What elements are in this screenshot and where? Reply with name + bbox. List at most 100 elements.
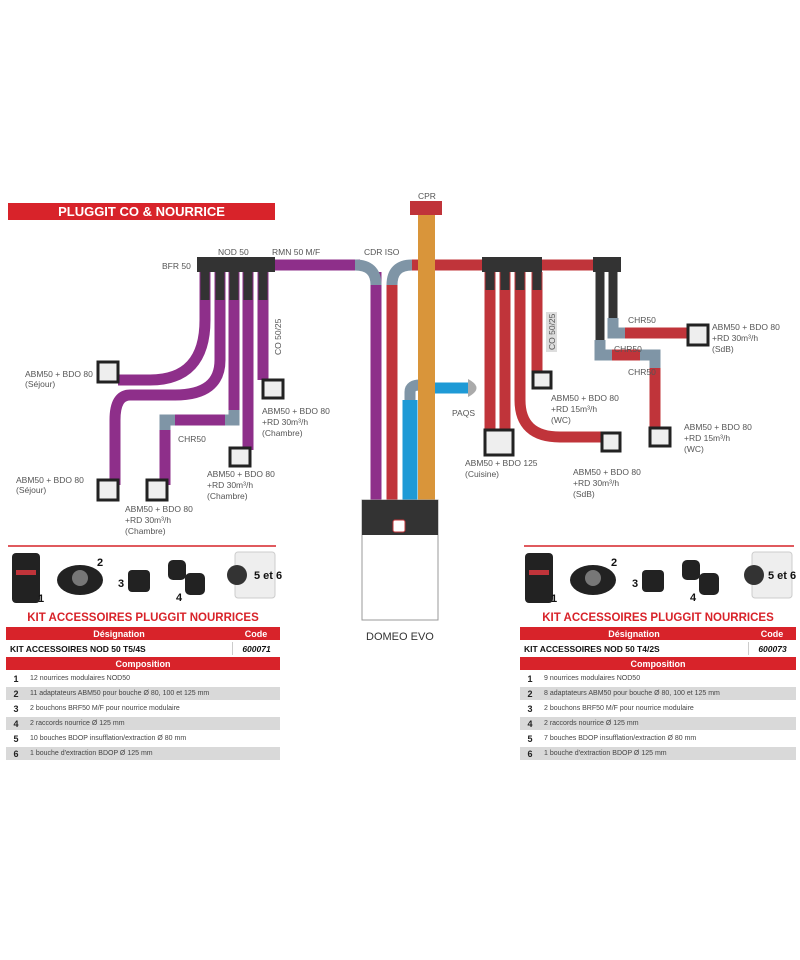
- composition-header: Composition: [6, 657, 280, 670]
- svg-text:+RD 30m³/h: +RD 30m³/h: [207, 480, 253, 490]
- svg-text:(Séjour): (Séjour): [25, 379, 55, 389]
- nod50-label: NOD 50: [218, 247, 249, 257]
- rmn50-label: RMN 50 M/F: [272, 247, 320, 257]
- designation-header: Désignation: [520, 627, 748, 640]
- kit-title: KIT ACCESSOIRES PLUGGIT NOURRICES: [542, 612, 774, 624]
- svg-text:ABM50 + BDO 80: ABM50 + BDO 80: [125, 504, 193, 514]
- product-number: 4: [176, 592, 183, 604]
- outlet-label-right-5: ABM50 + BDO 80+RD 15m³/h(WC): [684, 422, 752, 454]
- kit-title: KIT ACCESSOIRES PLUGGIT NOURRICES: [27, 612, 259, 624]
- product-number: 2: [97, 557, 104, 569]
- outlet-label-right-2: ABM50 + BDO 80+RD 15m³/h(WC): [551, 393, 619, 425]
- right-manifold-2: [593, 257, 621, 272]
- svg-text:(Cuisine): (Cuisine): [465, 469, 499, 479]
- kit-code: 600073: [748, 642, 796, 655]
- paqs-label: PAQS: [452, 408, 475, 418]
- product-number: 3: [632, 578, 639, 590]
- svg-text:ABM50 + BDO 125: ABM50 + BDO 125: [465, 458, 538, 468]
- paqs-cap: [468, 379, 477, 397]
- right-manifold-1: [482, 257, 542, 272]
- chr50-label: CHR50: [628, 315, 656, 325]
- domeo-evo-label: DOMEO EVO: [366, 631, 434, 643]
- svg-text:+RD 30m³/h: +RD 30m³/h: [125, 515, 171, 525]
- svg-text:(Chambre): (Chambre): [125, 526, 166, 536]
- cpr-cap: [410, 201, 442, 215]
- red-ducts: [386, 259, 688, 500]
- kit-name: KIT ACCESSOIRES NOD 50 T5/4S: [10, 643, 146, 654]
- outlet-label-right-4: ABM50 + BDO 80+RD 30m³/h(SdB): [712, 322, 780, 354]
- svg-text:(Séjour): (Séjour): [16, 485, 46, 495]
- code-header: Code: [748, 627, 796, 640]
- cdr-iso-label: CDR ISO: [364, 247, 400, 257]
- product-number: 1: [38, 593, 45, 605]
- composition-header: Composition: [520, 657, 796, 670]
- orange-duct: [418, 215, 435, 500]
- outlet-label-left-2: ABM50 + BDO 80(Séjour): [16, 475, 84, 495]
- product-number: 2: [611, 557, 618, 569]
- svg-text:ABM50 + BDO 80: ABM50 + BDO 80: [25, 369, 93, 379]
- svg-text:+RD 30m³/h: +RD 30m³/h: [712, 333, 758, 343]
- section-title: PLUGGIT CO & NOURRICE: [8, 203, 275, 220]
- bfr50-label: BFR 50: [162, 261, 191, 271]
- svg-text:(Chambre): (Chambre): [262, 428, 303, 438]
- purple-ducts: [109, 259, 382, 500]
- product-images-left: [12, 551, 276, 603]
- svg-text:ABM50 + BDO 80: ABM50 + BDO 80: [551, 393, 619, 403]
- separator-right: [524, 545, 794, 547]
- separator-left: [8, 545, 276, 547]
- svg-text:ABM50 + BDO 80: ABM50 + BDO 80: [573, 467, 641, 477]
- outlet-label-left-3: ABM50 + BDO 80+RD 30m³/h(Chambre): [125, 504, 193, 536]
- svg-text:+RD 30m³/h: +RD 30m³/h: [262, 417, 308, 427]
- product-number: 4: [690, 592, 697, 604]
- outlet-label-right-3: ABM50 + BDO 80+RD 30m³/h(SdB): [573, 467, 641, 499]
- outlet-label-left-5: ABM50 + BDO 80+RD 30m³/h(Chambre): [262, 406, 330, 438]
- left-manifold: [197, 257, 275, 272]
- svg-text:ABM50 + BDO 80: ABM50 + BDO 80: [712, 322, 780, 332]
- svg-text:(WC): (WC): [684, 444, 704, 454]
- svg-text:+RD 30m³/h: +RD 30m³/h: [573, 478, 619, 488]
- designation-header: Désignation: [6, 627, 232, 640]
- product-images-right: [525, 551, 793, 603]
- co-right-label: CO 50/25: [547, 313, 557, 350]
- chr50-label: CHR50: [614, 344, 642, 354]
- svg-text:(WC): (WC): [551, 415, 571, 425]
- svg-text:ABM50 + BDO 80: ABM50 + BDO 80: [262, 406, 330, 416]
- svg-text:+RD 15m³/h: +RD 15m³/h: [684, 433, 730, 443]
- svg-text:ABM50 + BDO 80: ABM50 + BDO 80: [207, 469, 275, 479]
- product-number: 5 et 6: [254, 570, 283, 582]
- svg-text:+RD 15m³/h: +RD 15m³/h: [551, 404, 597, 414]
- product-number: 1: [551, 593, 558, 605]
- svg-text:(SdB): (SdB): [712, 344, 734, 354]
- co-left-label: CO 50/25: [273, 318, 283, 355]
- product-number: 3: [118, 578, 125, 590]
- cpr-label: CPR: [418, 191, 436, 201]
- chr50-label: CHR50: [628, 367, 656, 377]
- chr50-left-label: CHR50: [178, 434, 206, 444]
- domeo-logo-icon: [392, 519, 406, 533]
- outlet-label-left-4: ABM50 + BDO 80+RD 30m³/h(Chambre): [207, 469, 275, 501]
- outlet-label-right-1: ABM50 + BDO 125(Cuisine): [465, 458, 538, 479]
- svg-text:(SdB): (SdB): [573, 489, 595, 499]
- code-header: Code: [232, 627, 280, 640]
- svg-text:ABM50 + BDO 80: ABM50 + BDO 80: [16, 475, 84, 485]
- product-number: 5 et 6: [768, 570, 797, 582]
- svg-text:ABM50 + BDO 80: ABM50 + BDO 80: [684, 422, 752, 432]
- kit-name: KIT ACCESSOIRES NOD 50 T4/2S: [524, 643, 660, 654]
- outlet-label-left-1: ABM50 + BDO 80(Séjour): [25, 369, 93, 389]
- kit-code: 600071: [232, 642, 280, 655]
